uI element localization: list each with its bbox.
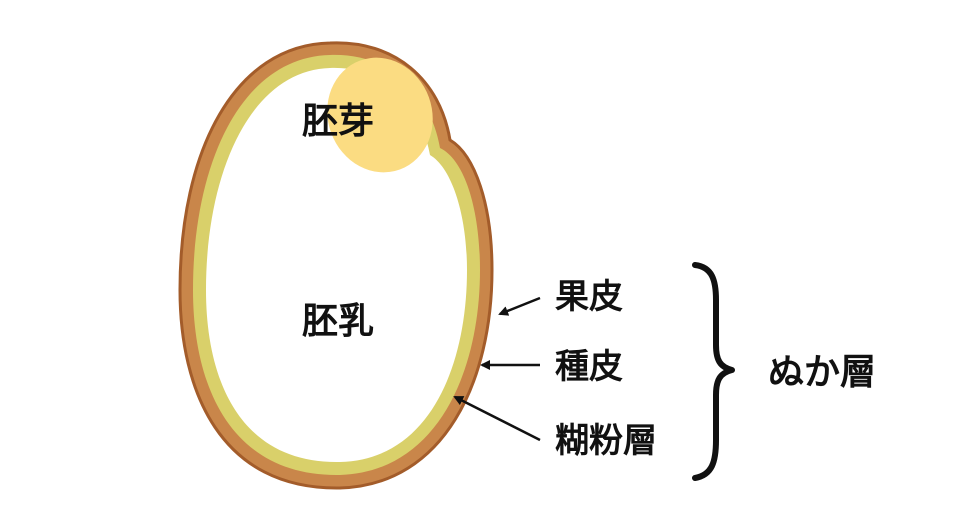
- pericarp-arrow: [498, 296, 541, 316]
- bran-layer-label: ぬか層: [768, 352, 876, 393]
- germ-label: 胚芽: [302, 101, 374, 142]
- aleurone-arrow: [453, 395, 541, 442]
- pericarp-label: 果皮: [555, 277, 623, 317]
- germ-region: [327, 57, 433, 173]
- seed-coat-label: 種皮: [555, 347, 623, 387]
- bran-layer-brace: [692, 262, 735, 481]
- endosperm-label: 胚乳: [302, 301, 374, 342]
- aleurone-label: 糊粉層: [555, 421, 657, 461]
